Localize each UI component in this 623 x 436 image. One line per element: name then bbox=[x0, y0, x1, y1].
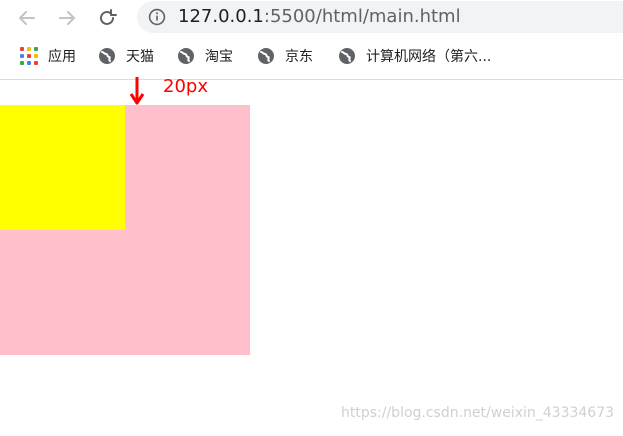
reload-button[interactable] bbox=[93, 4, 121, 32]
navigation-bar: 127.0.0.1:5500/html/main.html bbox=[0, 0, 623, 36]
address-bar[interactable]: 127.0.0.1:5500/html/main.html bbox=[137, 1, 623, 33]
bookmark-label: 淘宝 bbox=[205, 49, 233, 65]
arrow-left-icon bbox=[19, 11, 35, 25]
globe-icon bbox=[258, 48, 274, 64]
bookmark-label: 京东 bbox=[285, 49, 313, 65]
bookmarks-bar: 应用 天猫 淘宝 京东 bbox=[0, 40, 623, 72]
url-path: :5500/html/main.html bbox=[263, 6, 461, 27]
browser-chrome: 127.0.0.1:5500/html/main.html 应用 bbox=[0, 0, 623, 80]
bookmark-label: 计算机网络（第六... bbox=[366, 49, 492, 65]
yellow-box bbox=[0, 105, 125, 230]
globe-icon bbox=[99, 48, 115, 64]
globe-icon bbox=[178, 48, 194, 64]
page-content: 20px https://blog.csdn.net/weixin_433346… bbox=[0, 76, 623, 436]
arrow-right-icon bbox=[59, 11, 75, 25]
bookmark-label: 应用 bbox=[48, 49, 76, 65]
bookmark-label: 天猫 bbox=[126, 49, 154, 65]
url-text[interactable]: 127.0.0.1:5500/html/main.html bbox=[178, 7, 461, 27]
bookmark-tmall[interactable]: 天猫 bbox=[98, 45, 154, 67]
bookmark-computer-network[interactable]: 计算机网络（第六... bbox=[338, 45, 491, 67]
globe-icon bbox=[339, 48, 355, 64]
margin-annotation: 20px bbox=[163, 76, 208, 97]
bookmark-apps[interactable]: 应用 bbox=[20, 45, 76, 67]
watermark: https://blog.csdn.net/weixin_43334673 bbox=[341, 405, 615, 421]
info-icon[interactable] bbox=[148, 8, 166, 26]
arrow-down-icon bbox=[129, 77, 145, 105]
reload-icon bbox=[100, 9, 117, 25]
back-button[interactable] bbox=[13, 4, 41, 32]
bookmark-taobao[interactable]: 淘宝 bbox=[177, 45, 233, 67]
forward-button[interactable] bbox=[53, 4, 81, 32]
pink-box bbox=[0, 105, 250, 355]
apps-grid-icon bbox=[20, 47, 38, 65]
bookmark-jd[interactable]: 京东 bbox=[257, 45, 313, 67]
url-host: 127.0.0.1 bbox=[178, 6, 264, 27]
